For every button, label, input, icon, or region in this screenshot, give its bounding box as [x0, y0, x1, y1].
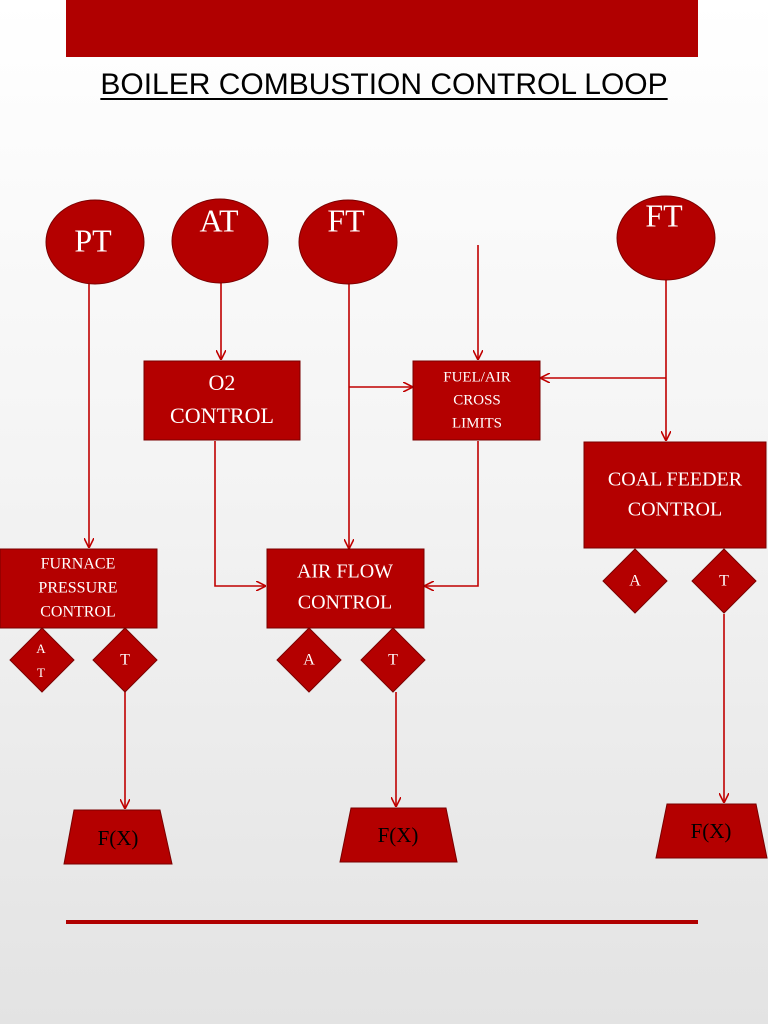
fuel-air-cross-limits-box: FUEL/AIR CROSS LIMITS [412, 360, 541, 441]
furnace-auto-switch-line1: A [36, 641, 46, 656]
transmitter-at-label: AT [199, 202, 239, 238]
coal-auto-switch-label: A [629, 573, 641, 590]
coal-function-block: F(X) [655, 803, 768, 859]
furnace-auto-switch-line2: T [37, 665, 45, 680]
furnace-line2: PRESSURE [38, 580, 117, 597]
air-flow-line1: AIR FLOW [297, 561, 393, 583]
furnace-pressure-control-box: FURNACE PRESSURE CONTROL [0, 548, 158, 629]
footer-rule [66, 920, 698, 924]
furnace-function-label: F(X) [98, 826, 139, 850]
transmitter-at: AT [171, 198, 269, 284]
furnace-auto-switch: A T [9, 627, 75, 693]
airflow-auto-switch-label: A [303, 652, 315, 669]
furnace-line1: FURNACE [41, 556, 116, 573]
title-text: BOILER COMBUSTION CONTROL LOOP [100, 68, 668, 101]
coal-function-label: F(X) [691, 819, 732, 843]
fuel-air-line2: CROSS [453, 392, 501, 408]
air-function-block: F(X) [339, 807, 458, 863]
fuel-air-line1: FUEL/AIR [443, 369, 511, 385]
o2-control-box: O2 CONTROL [143, 360, 301, 441]
airflow-transfer-switch-label: T [388, 652, 398, 669]
coal-auto-switch: A [602, 548, 668, 614]
furnace-function-block: F(X) [63, 809, 173, 865]
transmitter-ft-air-label: FT [327, 202, 365, 238]
header-band [66, 0, 698, 57]
transmitter-pt-label: PT [74, 222, 112, 258]
transmitter-ft-air: FT [298, 199, 398, 285]
coal-feeder-line2: CONTROL [628, 499, 722, 521]
coal-transfer-switch: T [691, 548, 757, 614]
connector-crosslimits-to-airflow [425, 441, 479, 586]
furnace-transfer-switch-label: T [120, 652, 130, 669]
furnace-line3: CONTROL [40, 604, 116, 621]
o2-control-line2: CONTROL [170, 403, 274, 428]
coal-transfer-switch-label: T [719, 573, 729, 590]
o2-control-line1: O2 [209, 370, 236, 395]
coal-feeder-control-box: COAL FEEDER CONTROL [583, 441, 767, 549]
furnace-transfer-switch: T [92, 627, 158, 693]
air-flow-line2: CONTROL [298, 592, 392, 614]
fuel-air-line3: LIMITS [452, 415, 502, 431]
connector-o2-to-airflow [214, 441, 265, 586]
airflow-transfer-switch: T [360, 627, 426, 693]
connectors [89, 245, 724, 808]
transmitter-pt: PT [45, 199, 145, 285]
air-flow-control-box: AIR FLOW CONTROL [266, 548, 425, 629]
transmitter-ft-fuel: FT [616, 195, 716, 281]
airflow-auto-switch: A [276, 627, 342, 693]
coal-feeder-line1: COAL FEEDER [608, 469, 743, 491]
page-title: BOILER COMBUSTION CONTROL LOOP [0, 68, 768, 102]
air-function-label: F(X) [378, 823, 419, 847]
transmitter-ft-fuel-label: FT [645, 197, 683, 233]
